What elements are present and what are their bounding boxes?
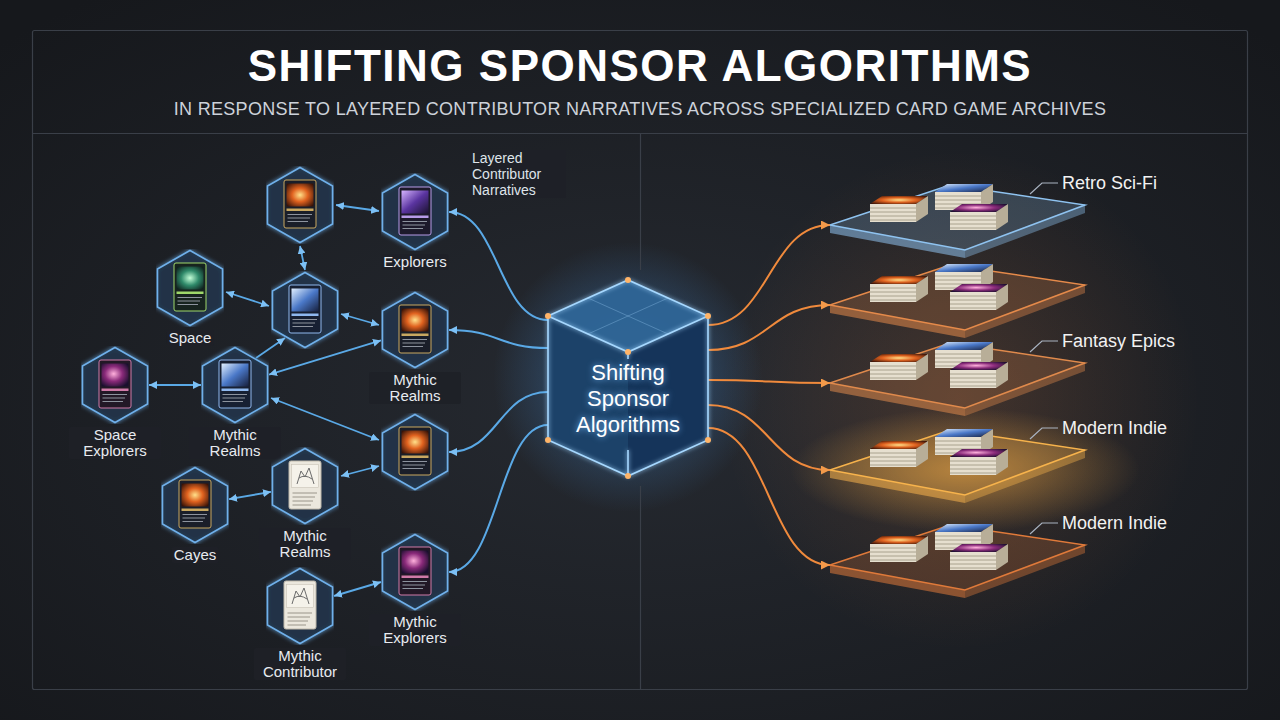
frame <box>33 31 1248 690</box>
sponsor-algorithm-cube: Shifting Sponsor Algorithms <box>548 272 708 482</box>
node-label: Explorers <box>381 254 448 270</box>
subtitle: IN RESPONSE TO LAYERED CONTRIBUTOR NARRA… <box>0 98 1280 120</box>
card-hexagon <box>271 447 339 525</box>
panel-divider <box>640 486 641 690</box>
node-label: Cayes <box>172 547 219 563</box>
layer-plate <box>830 170 1090 260</box>
link-arrow <box>300 246 305 270</box>
card-hexagon <box>201 346 269 424</box>
link-arrow <box>341 314 379 325</box>
card-hex-node: Space <box>156 249 224 327</box>
card-hexagon <box>381 291 449 369</box>
layer-label: Fantasy Epics <box>1062 330 1175 352</box>
flow-curve <box>708 305 830 350</box>
connector-arrow <box>229 492 271 499</box>
flow-curve <box>449 392 548 452</box>
card-hexagon <box>161 466 229 544</box>
leader-line <box>1030 428 1058 439</box>
layer-label: Modern Indie <box>1062 417 1167 439</box>
card-hexagon <box>273 273 338 348</box>
connector-arrow <box>334 582 381 596</box>
card-hexagon <box>156 249 224 327</box>
cube-glow <box>493 242 763 512</box>
card-hexagon <box>266 567 334 645</box>
layer-plate <box>830 510 1090 600</box>
connector-arrow <box>708 225 830 325</box>
layer-plate <box>830 415 1090 505</box>
ambient-glow <box>720 150 1200 650</box>
node-label: Mythic Contributor <box>254 648 346 680</box>
connector-arrow <box>708 380 830 383</box>
card-hexagon <box>81 346 149 424</box>
connector-arrow <box>708 428 830 565</box>
node-label: Mythic Realms <box>189 427 281 459</box>
node-label: Mythic Explorers <box>369 614 461 646</box>
link-arrow <box>256 338 285 358</box>
connector-arrow <box>449 212 548 320</box>
link-arrow <box>341 466 379 476</box>
card-hexagon <box>381 533 449 611</box>
connector-arrow <box>269 340 381 374</box>
layer-label: Modern Indie <box>1062 512 1167 534</box>
archive-layer: Fantasy Epics <box>830 328 1090 418</box>
link-arrow <box>271 398 379 440</box>
callout-label: Layered Contributor Narratives <box>470 150 566 198</box>
card-hex-node: Mythic Explorers <box>381 533 449 611</box>
archive-layer <box>830 264 1085 338</box>
node-label: Mythic Realms <box>369 372 461 404</box>
archive-layer: Modern Indie <box>830 510 1090 600</box>
archive-layer: Retro Sci-Fi <box>830 170 1090 260</box>
link-arrow <box>226 292 269 306</box>
connector-arrow <box>449 330 548 348</box>
card-hex-node: Mythic Realms <box>271 447 339 525</box>
card-hex-node: Mythic Contributor <box>266 567 334 645</box>
card-hexagon <box>268 168 333 243</box>
layer-label: Retro Sci-Fi <box>1062 172 1157 194</box>
diagram-title: SHIFTING SPONSOR ALGORITHMS <box>0 40 1280 92</box>
card-hex-node: Cayes <box>161 466 229 544</box>
leader-line <box>1030 341 1058 352</box>
card-hexagon <box>383 415 448 490</box>
link-arrow <box>336 205 379 211</box>
unlabeled-card-hexagons <box>268 168 448 490</box>
card-hex-node: Mythic Realms <box>381 291 449 369</box>
card-hex-node: Explorers <box>381 173 449 251</box>
node-label: Space Explorers <box>69 427 161 459</box>
outer-frame <box>33 31 1248 690</box>
connector-arrow <box>449 425 548 572</box>
node-label: Mythic Realms <box>259 528 351 560</box>
leader-line <box>1030 523 1058 534</box>
layer-plate <box>830 328 1090 418</box>
node-label: Space <box>167 330 214 346</box>
connector-arrow <box>149 384 201 386</box>
card-hexagon <box>381 173 449 251</box>
cube-label: Shifting Sponsor Algorithms <box>566 360 690 438</box>
card-hex-node: Mythic Realms <box>201 346 269 424</box>
leader-line <box>1030 183 1058 194</box>
archive-layer: Modern Indie <box>830 415 1090 505</box>
panel-divider <box>640 134 641 271</box>
connector-arrow <box>708 405 830 470</box>
card-hex-node: Space Explorers <box>81 346 149 424</box>
